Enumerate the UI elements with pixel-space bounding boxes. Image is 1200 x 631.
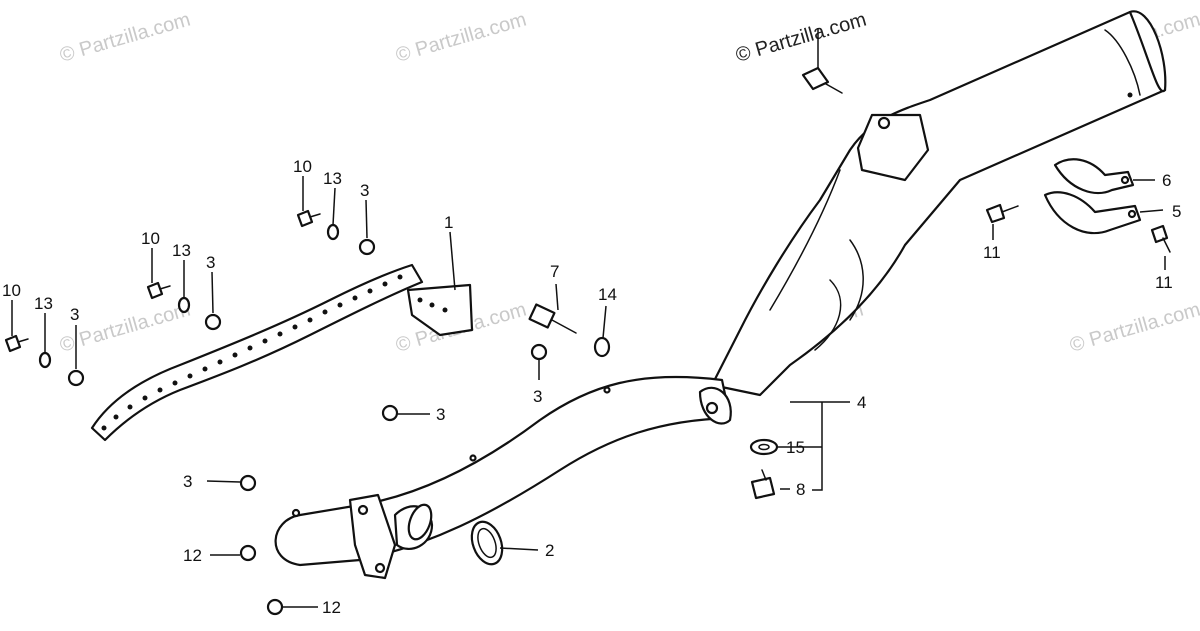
- callout-3f: 3: [183, 472, 192, 491]
- bolt-11-left-head: [985, 203, 1006, 224]
- nut-3-c: [67, 369, 85, 387]
- callout-3b: 3: [206, 253, 215, 272]
- watermark-7: © Partzilla.com: [1067, 299, 1200, 357]
- callout-11b: 11: [1155, 273, 1173, 292]
- muffler-band-upper: [1053, 158, 1135, 195]
- muffler-end-ring: [1104, 29, 1141, 96]
- callout-6: 6: [1162, 171, 1171, 190]
- band-upper-hole: [1120, 175, 1130, 185]
- washer-13-c: [38, 351, 52, 369]
- callout-10b: 10: [141, 229, 160, 248]
- callout-3d: 3: [533, 387, 542, 406]
- washer-13-a: [326, 223, 340, 241]
- muffler-bolt-head: [801, 66, 830, 91]
- nut-3-e: [381, 404, 399, 422]
- bolt-11-right-shank: [1162, 237, 1171, 253]
- bolt-7-head: [528, 303, 556, 329]
- callout-13c: 13: [34, 294, 53, 313]
- watermark-1: © Partzilla.com: [57, 9, 193, 67]
- nut-3-d: [530, 343, 548, 361]
- bolt-8-head: [750, 476, 776, 500]
- nut-3-b: [204, 313, 222, 331]
- callout-1: 1: [444, 213, 453, 232]
- callout-15: 15: [786, 438, 805, 457]
- exhaust-gasket: [470, 520, 504, 566]
- callout-4: 4: [857, 393, 866, 412]
- callout-labels: 1 2 3 3 3 3 3 3 4 5 6 7 8 10 10 10 11 11…: [2, 157, 1181, 617]
- bolt-10-c: [4, 334, 22, 353]
- exhaust-gasket-inner: [477, 527, 497, 559]
- bolt-7-shank: [551, 319, 577, 334]
- nut-12-a: [239, 544, 257, 562]
- exhaust-collar-opening: [407, 503, 433, 541]
- heat-protector: [90, 263, 474, 442]
- heat-protector-vent-holes: [101, 274, 448, 431]
- washer-14: [593, 336, 611, 358]
- callout-13b: 13: [172, 241, 191, 260]
- nut-3-f: [239, 474, 257, 492]
- bolt-11-right-head: [1150, 224, 1169, 244]
- muffler-seam: [769, 169, 841, 311]
- bolt-11-left-shank: [1001, 205, 1019, 213]
- bolt-8-shank: [761, 469, 767, 481]
- callout-3a: 3: [360, 181, 369, 200]
- callout-2: 2: [545, 541, 554, 560]
- hardware: [4, 66, 1171, 616]
- callout-3c: 3: [70, 305, 79, 324]
- callout-5: 5: [1172, 202, 1181, 221]
- watermark-2: © Partzilla.com: [393, 9, 529, 67]
- nut-12-b: [266, 598, 284, 616]
- bolt-10-a: [296, 209, 314, 228]
- exhaust-flange: [348, 493, 397, 580]
- muffler-mount-bracket: [856, 113, 930, 182]
- callout-13a: 13: [323, 169, 342, 188]
- callout-11a: 11: [983, 243, 1001, 262]
- washer-13-b: [177, 296, 191, 314]
- exhaust-pipe-tube: [274, 375, 732, 567]
- pipe-weld-dot-3: [291, 508, 301, 518]
- callout-10c: 10: [2, 281, 21, 300]
- muffler-assembly: [710, 10, 1167, 397]
- watermark-prominent: © Partzilla.com: [733, 9, 869, 67]
- callout-12b: 12: [322, 598, 341, 617]
- washer-15-hole: [758, 443, 770, 451]
- muffler-band-lower: [1043, 191, 1142, 235]
- flange-hole-bottom: [374, 562, 386, 574]
- muffler-bands: [1043, 158, 1142, 235]
- exhaust-joint-hole: [705, 401, 719, 415]
- pipe-weld-dot-2: [469, 454, 477, 462]
- heat-protector-bracket: [406, 283, 474, 337]
- exhaust-pipe: [274, 375, 732, 580]
- muffler-drain-hole: [1127, 92, 1133, 98]
- bolt-10-b: [146, 281, 164, 300]
- muffler-body: [710, 10, 1167, 397]
- callout-8: 8: [796, 480, 805, 499]
- muffler-end-cap: [1128, 10, 1167, 93]
- callout-3e: 3: [436, 405, 445, 424]
- flange-hole-top: [357, 504, 369, 516]
- leader-lines: [11, 28, 1166, 608]
- callout-14: 14: [598, 285, 617, 304]
- muffler-bolt-shank: [825, 83, 843, 94]
- muffler-mount-hole: [877, 116, 891, 130]
- nut-3-a: [358, 238, 376, 256]
- heat-protector-plate: [90, 263, 424, 442]
- muffler-heat-shield-ribs: [814, 239, 864, 351]
- callout-12a: 12: [183, 546, 202, 565]
- pipe-weld-dot-1: [603, 386, 611, 394]
- band-lower-hole: [1127, 209, 1137, 219]
- washer-15: [749, 438, 779, 456]
- callout-7: 7: [550, 262, 559, 281]
- callout-10a: 10: [293, 157, 312, 176]
